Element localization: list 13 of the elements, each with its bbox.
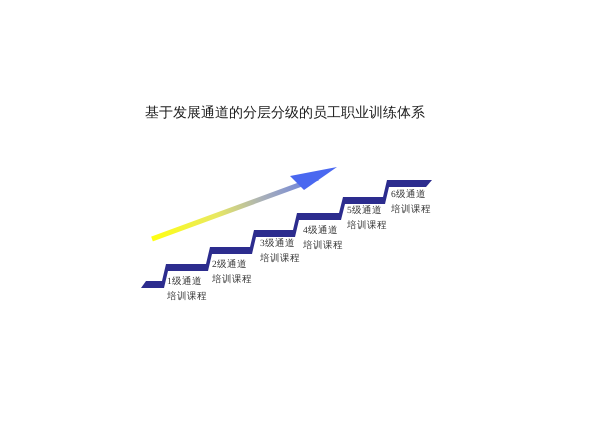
course-label: 培训课程 [391, 204, 431, 216]
course-label: 培训课程 [347, 220, 387, 232]
level-label: 1级通道 [167, 276, 202, 288]
diagram-title: 基于发展通道的分层分级的员工职业训练体系 [145, 104, 425, 122]
level-label: 6级通道 [391, 189, 426, 201]
level-label: 4级通道 [303, 225, 338, 237]
course-label: 培训课程 [303, 240, 343, 252]
course-label: 培训课程 [260, 253, 300, 265]
level-label: 5级通道 [347, 205, 382, 217]
level-label: 3级通道 [260, 238, 295, 250]
course-label: 培训课程 [212, 274, 252, 286]
course-label: 培训课程 [167, 291, 207, 303]
level-label: 2级通道 [212, 259, 247, 271]
